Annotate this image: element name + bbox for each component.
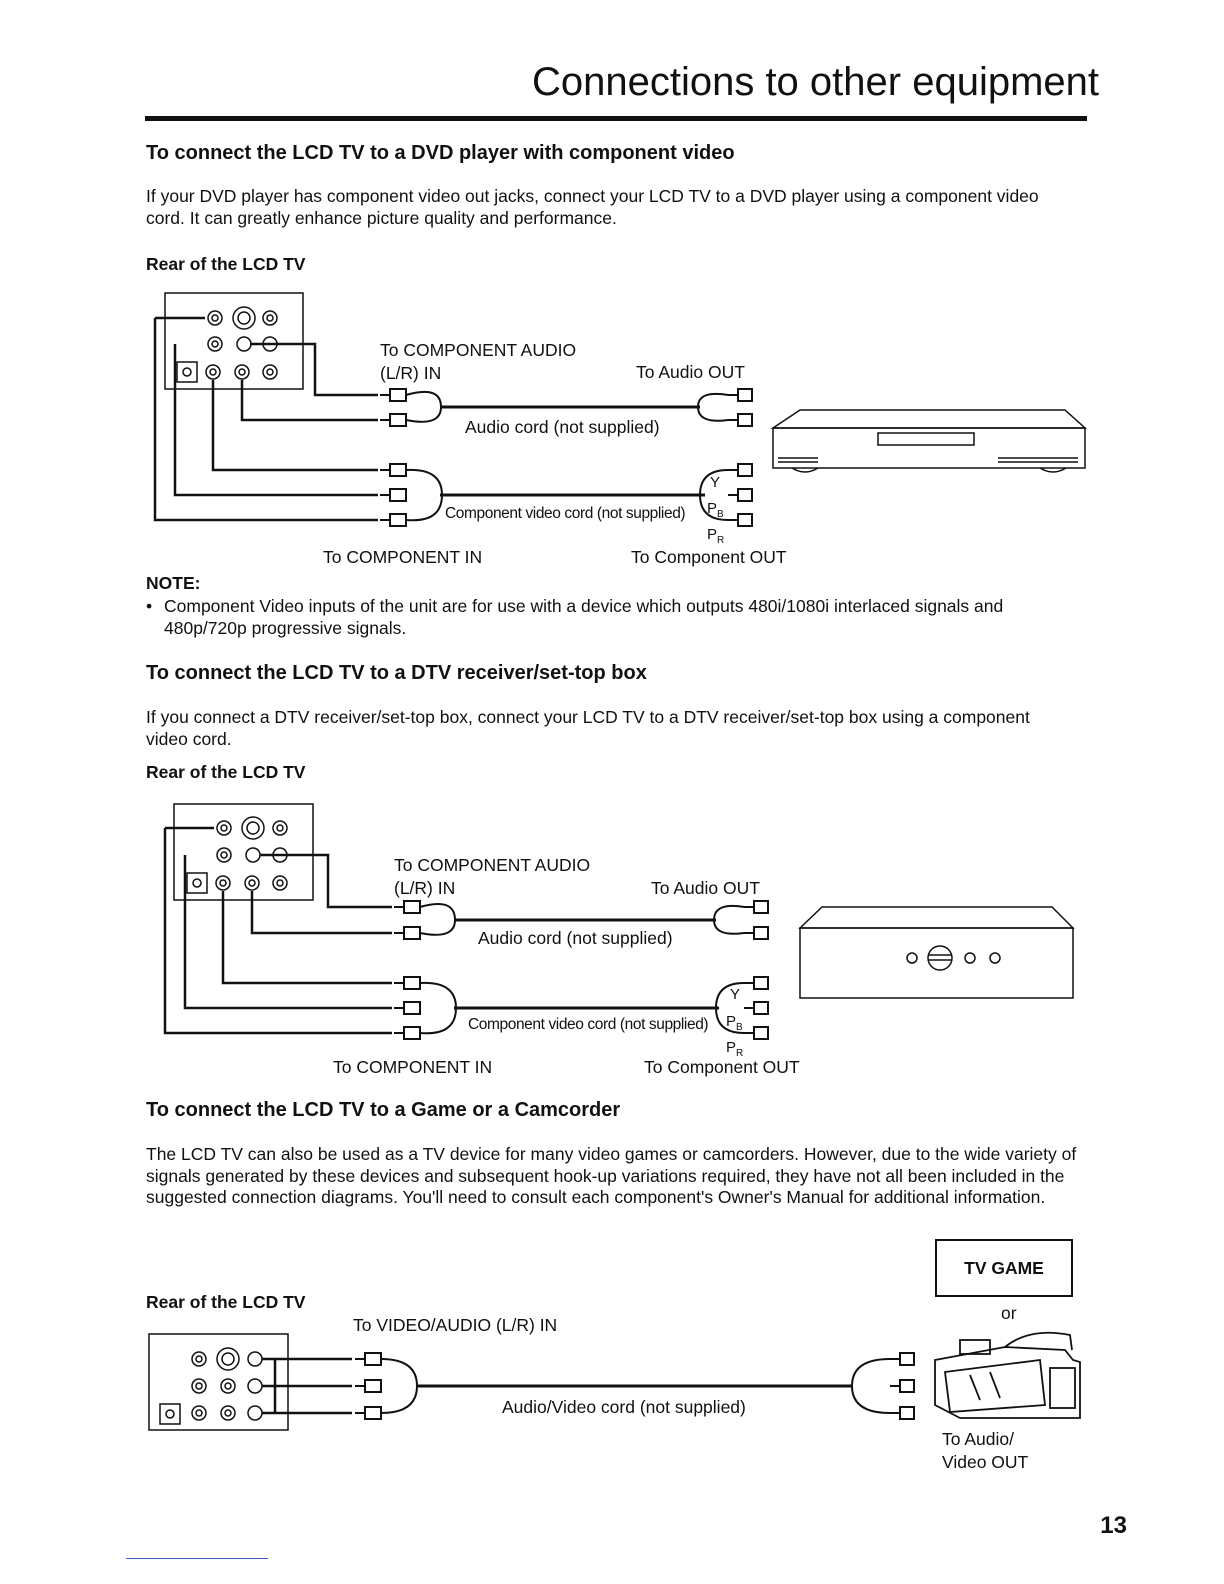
dvd-comp-out-label: To Component OUT bbox=[631, 547, 787, 567]
dvd-audio-cord-label: Audio cord (not supplied) bbox=[465, 417, 660, 437]
dtv-section-heading: To connect the LCD TV to a DTV receiver/… bbox=[146, 662, 647, 684]
page-number: 13 bbox=[1100, 1512, 1127, 1539]
av-cord-label: Audio/Video cord (not supplied) bbox=[502, 1397, 746, 1417]
tv-rear-panel-1 bbox=[164, 292, 304, 390]
note-bullet-text: Component Video inputs of the unit are f… bbox=[164, 596, 1004, 638]
dvd-y-label: Y bbox=[710, 474, 721, 491]
dvd-section-text: If your DVD player has component video o… bbox=[146, 186, 1039, 228]
game-section-text: The LCD TV can also be used as a TV devi… bbox=[146, 1144, 1077, 1207]
dvd-comp-audio-in-label-1: To COMPONENT AUDIO bbox=[380, 340, 577, 360]
dvd-comp-audio-in-label-2: (L/R) IN bbox=[380, 363, 442, 383]
tv-rear-panel-2 bbox=[173, 803, 314, 901]
game-rear-label: Rear of the LCD TV bbox=[146, 1292, 306, 1312]
dtv-audio-cord-label: Audio cord (not supplied) bbox=[478, 928, 673, 948]
out-label-1: To Audio/ bbox=[942, 1429, 1014, 1449]
dtv-video-cord-label: Component video cord (not supplied) bbox=[468, 1016, 709, 1033]
dtv-y-label: Y bbox=[730, 986, 741, 1003]
dtv-comp-audio-in-label-1: To COMPONENT AUDIO bbox=[394, 855, 591, 875]
video-audio-in-label: To VIDEO/AUDIO (L/R) IN bbox=[353, 1315, 558, 1335]
dvd-pb-label: PB bbox=[707, 500, 724, 520]
dtv-pb-label: PB bbox=[726, 1013, 743, 1033]
dtv-comp-out-label: To Component OUT bbox=[644, 1057, 800, 1077]
dtv-section-text: If you connect a DTV receiver/set-top bo… bbox=[146, 707, 1030, 749]
dtv-audio-out-label: To Audio OUT bbox=[651, 878, 760, 898]
dvd-audio-out-label: To Audio OUT bbox=[636, 362, 745, 382]
dvd-pr-label: PR bbox=[707, 526, 725, 546]
dtv-pr-label: PR bbox=[726, 1039, 744, 1059]
footer-line bbox=[126, 1558, 268, 1559]
dvd-player bbox=[770, 409, 1087, 473]
camcorder-icon bbox=[934, 1331, 1081, 1419]
dtv-comp-audio-in-label-2: (L/R) IN bbox=[394, 878, 456, 898]
bullet-dot: • bbox=[146, 596, 153, 616]
dtv-comp-in-label: To COMPONENT IN bbox=[333, 1057, 493, 1077]
note-bullet: • Component Video inputs of the unit are… bbox=[146, 596, 1086, 639]
dvd-rear-label: Rear of the LCD TV bbox=[146, 254, 306, 274]
tv-rear-panel-3 bbox=[148, 1333, 289, 1431]
page-title: Connections to other equipment bbox=[531, 60, 1099, 104]
dvd-comp-in-label: To COMPONENT IN bbox=[323, 547, 483, 567]
out-label-2: Video OUT bbox=[942, 1452, 1029, 1472]
title-rule bbox=[145, 116, 1087, 121]
dtv-rear-label: Rear of the LCD TV bbox=[146, 762, 306, 782]
note-heading: NOTE: bbox=[146, 573, 201, 593]
set-top-box bbox=[798, 906, 1075, 999]
tv-game-box: TV GAME bbox=[935, 1239, 1073, 1297]
dvd-video-cord-label: Component video cord (not supplied) bbox=[445, 505, 686, 522]
or-label: or bbox=[1001, 1303, 1017, 1323]
game-section-heading: To connect the LCD TV to a Game or a Cam… bbox=[146, 1099, 621, 1121]
dvd-section-heading: To connect the LCD TV to a DVD player wi… bbox=[146, 142, 735, 164]
